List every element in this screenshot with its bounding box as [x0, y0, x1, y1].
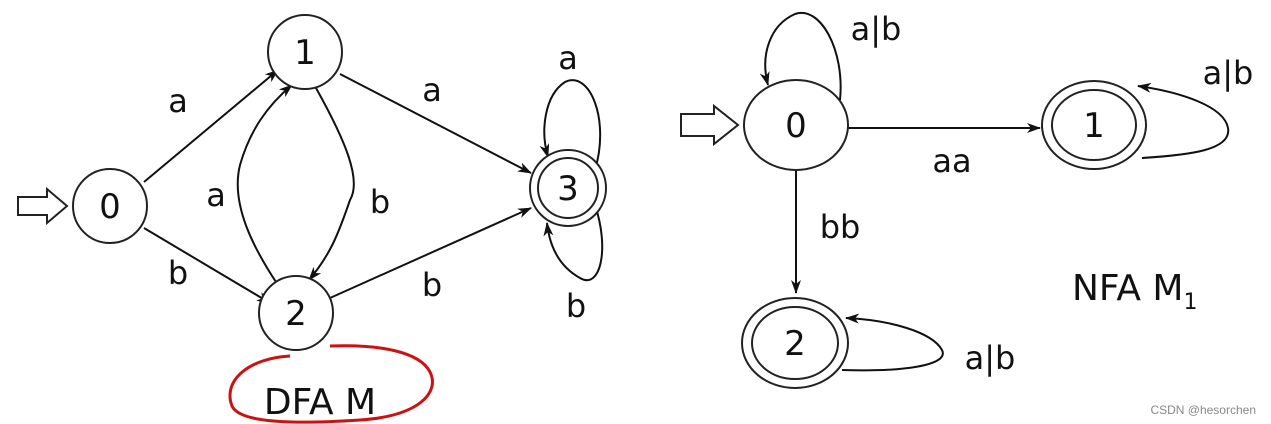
nfa-loop-2-label: a|b [965, 339, 1016, 377]
nfa-loop-2 [841, 313, 944, 372]
dfa-state-0: 0 [72, 168, 148, 244]
nfa-state-2-label: 2 [784, 324, 806, 364]
nfa-state-1: 1 [1041, 80, 1147, 170]
dfa-edge-1-3 [339, 73, 532, 174]
dfa-edge-2-1 [236, 84, 293, 283]
dfa-edge-0-1-label: a [168, 82, 188, 120]
nfa-start-arrow [680, 103, 740, 147]
dfa-loop-3-b-label: b [566, 287, 586, 325]
nfa-state-0-label: 0 [785, 106, 807, 146]
dfa-state-1: 1 [267, 14, 343, 90]
nfa-state-2: 2 [741, 297, 849, 389]
nfa-state-0: 0 [743, 79, 849, 171]
dfa-edge-0-1 [143, 69, 279, 183]
dfa-state-0-label: 0 [99, 187, 121, 227]
dfa-diagram: 0 1 2 3 a b b a a b a b DFA M [17, 14, 607, 424]
nfa-edge-0-1-label: aa [932, 142, 971, 180]
dfa-state-1-label: 1 [294, 33, 316, 73]
dfa-title-highlight [228, 344, 434, 424]
nfa-state-1-label: 1 [1083, 106, 1105, 146]
dfa-edge-2-1-label: a [206, 176, 226, 214]
dfa-edge-2-3 [329, 207, 532, 299]
nfa-title: NFA M1 [1072, 268, 1197, 315]
dfa-state-2-label: 2 [285, 294, 307, 334]
dfa-state-2: 2 [258, 275, 334, 351]
dfa-edge-1-2 [308, 87, 355, 281]
watermark: CSDN @hesorchen [1150, 403, 1256, 417]
dfa-edge-0-2 [143, 227, 271, 304]
dfa-state-3: 3 [529, 149, 607, 227]
dfa-start-arrow [17, 186, 69, 226]
dfa-title: DFA M [264, 382, 376, 423]
nfa-loop-0 [759, 11, 842, 101]
nfa-diagram: 0 1 2 a|b aa bb a|b a|b NFA M1 [680, 10, 1254, 389]
nfa-edge-0-2-label: bb [820, 208, 861, 246]
dfa-loop-3-b [543, 204, 604, 282]
dfa-edge-0-2-label: b [168, 254, 188, 292]
dfa-edge-1-3-label: a [422, 71, 442, 109]
nfa-title-subscript: 1 [1183, 290, 1197, 315]
dfa-loop-3-a-label: a [558, 39, 578, 77]
dfa-state-3-label: 3 [557, 169, 579, 209]
nfa-title-main: NFA M [1072, 268, 1183, 309]
nfa-loop-0-label: a|b [851, 10, 902, 48]
nfa-loop-1 [1137, 82, 1230, 159]
dfa-edge-1-2-label: b [370, 183, 390, 221]
dfa-edge-2-3-label: b [422, 266, 442, 304]
nfa-loop-1-label: a|b [1203, 54, 1254, 92]
dfa-loop-3-a [539, 79, 602, 171]
